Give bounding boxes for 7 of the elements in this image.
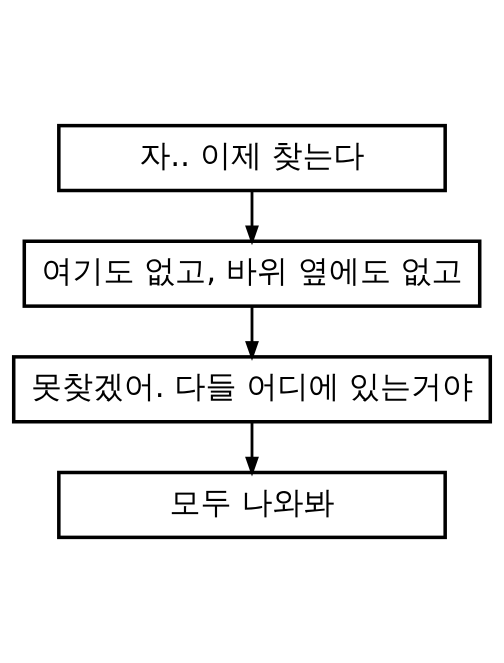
node-box: 자.. 이제 찾는다 (57, 124, 447, 192)
arrow (245, 422, 259, 477)
node-box: 못찾겠어. 다들 어디에 있는거야 (12, 355, 492, 424)
arrow (245, 190, 259, 246)
node-box: 여기도 없고, 바위 옆에도 없고 (22, 240, 482, 308)
arrow (245, 306, 259, 361)
node-box: 모두 나와봐 (57, 470, 447, 540)
